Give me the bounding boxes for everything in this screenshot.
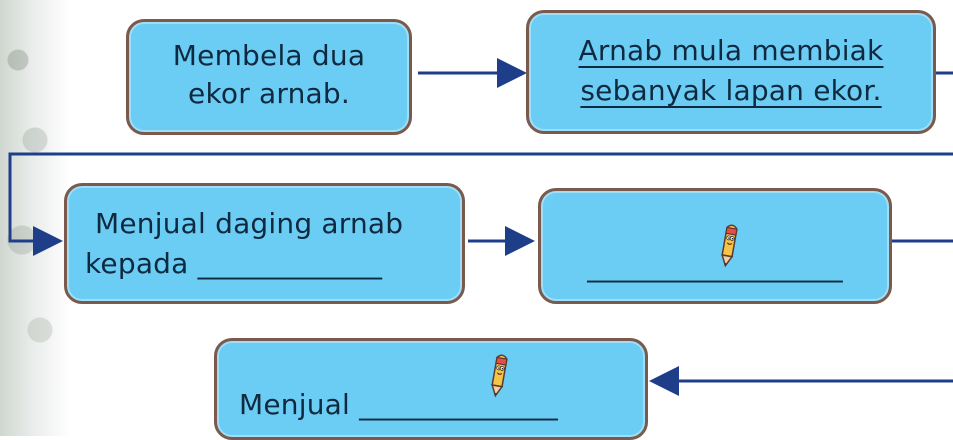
background-paper-edge — [0, 0, 70, 436]
box-text-line2: sebanyak lapan ekor. — [580, 74, 882, 107]
box-text-line1: Menjual daging arnab — [95, 207, 404, 240]
box-text-line1: Menjual ______________ — [239, 388, 558, 421]
connector-to-b3 — [8, 152, 953, 256]
box-text-line2: ekor arnab. — [188, 77, 350, 110]
box-text-line2: kepada _____________ — [85, 247, 383, 280]
answer-blank-line: __________________ — [587, 250, 843, 283]
box-text-line1: Arnab mula membiak — [578, 34, 884, 67]
flow-box-menjual-daging: Menjual daging arnab kepada ____________… — [64, 183, 465, 304]
flow-box-arnab-membiak: Arnab mula membiak sebanyak lapan ekor. — [526, 10, 936, 134]
flow-box-menjual: Menjual ______________ — [214, 338, 648, 440]
pencil-icon — [721, 224, 738, 268]
box-text-line1: Membela dua — [172, 39, 366, 72]
flow-box-membela: Membela dua ekor arnab. — [126, 19, 412, 135]
flow-box-blank-answer: __________________ — [538, 188, 892, 304]
pencil-icon — [491, 354, 508, 398]
